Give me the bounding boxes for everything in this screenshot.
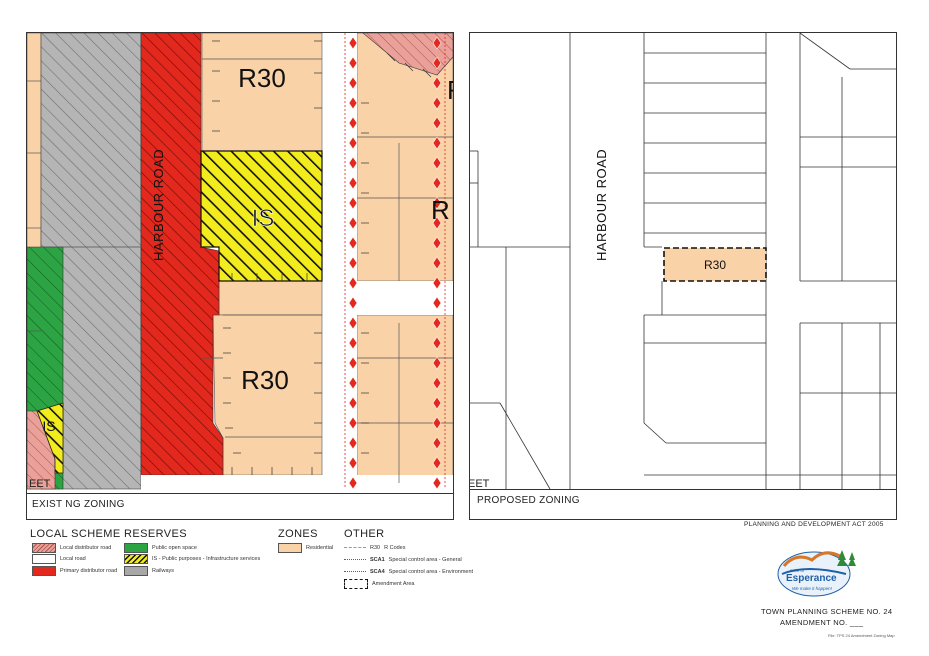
legend-item-public-open-space: Public open space [124, 543, 197, 553]
legend-label: IS - Public purposes - Infrastructure se… [152, 556, 261, 562]
proposed-caption-strip [470, 489, 896, 519]
infrastructure-reserve [200, 150, 323, 282]
legend-label: Local road [60, 556, 86, 562]
swatch-amendment-area [344, 579, 368, 589]
legend-label: Special control area - Environment [388, 568, 474, 575]
amendment-text: AMENDMENT NO. ___ [780, 618, 864, 627]
legend-item-residential: Residential [278, 543, 333, 553]
footnote-text: File: TPS 24 Amendment Zoning Map [828, 633, 895, 638]
swatch-local-road [32, 554, 56, 564]
legend-item-r-codes: R30 R Codes [344, 543, 406, 552]
existing-street-fragment: EET [29, 478, 51, 490]
existing-caption-strip [27, 493, 453, 519]
legend-label: Railways [152, 568, 175, 574]
legend-item-primary-distributor: Primary distributor road [32, 566, 117, 576]
legend-code: SCA4 [370, 568, 385, 575]
existing-cut-label-1: R [447, 75, 453, 105]
existing-zoning-caption: EXIST NG ZONING [32, 499, 125, 510]
amendment-zone-label: R30 [704, 258, 726, 272]
swatch-infrastructure [124, 554, 148, 564]
legend-reserves-title: LOCAL SCHEME RESERVES [30, 528, 187, 540]
special-control-area-markers [348, 36, 442, 490]
existing-zoning-map-graphic: R30 IS R30 IS R R EET HARBOUR ROAD [27, 33, 453, 493]
legend-label: Local distributor road [60, 545, 112, 551]
legend-label: Primary distributor road [60, 568, 118, 574]
proposed-lot-lines [470, 33, 896, 490]
proposed-street-fragment: EET [470, 478, 490, 490]
swatch-local-distributor [32, 543, 56, 553]
bottom-street [141, 475, 453, 493]
shire-logo: Shire of Esperance We make it happen! [776, 544, 862, 602]
existing-zone-label-is-small: IS [42, 418, 55, 434]
scheme-text: TOWN PLANNING SCHEME NO. 24 [761, 607, 893, 616]
swatch-railways [124, 566, 148, 576]
existing-zoning-map: R30 IS R30 IS R R EET HARBOUR ROAD EXIST… [26, 32, 454, 520]
existing-road-label: HARBOUR ROAD [151, 149, 166, 261]
proposed-zoning-map-graphic: R30 HARBOUR ROAD EET [470, 33, 896, 490]
legend-code: SCA1 [370, 556, 385, 563]
logo-name-text: Esperance [786, 573, 837, 584]
legend-item-local-distributor: Local distributor road [32, 543, 111, 553]
special-control-area-lines [344, 33, 446, 489]
infrastructure-reserve-small [36, 402, 64, 474]
legend-code: R30 [370, 544, 381, 551]
r-code-boundary-ticks [212, 40, 432, 475]
swatch-public-open-space [124, 543, 148, 553]
legend-zones-title: ZONES [278, 528, 318, 540]
swatch-sca-general [344, 559, 366, 560]
legend-other-title: OTHER [344, 528, 385, 540]
legend-label: Amendment Area [372, 581, 415, 587]
existing-zone-label-r30-top: R30 [238, 63, 286, 93]
legend-item-railways: Railways [124, 566, 174, 576]
legend-label: Special control area - General [388, 556, 462, 563]
legend-label: Residential [306, 545, 334, 551]
existing-zone-label-is: IS [252, 205, 275, 232]
proposed-zoning-map: R30 HARBOUR ROAD EET PROPOSED ZONING [469, 32, 897, 520]
planning-act-text: PLANNING AND DEVELOPMENT ACT 2005 [744, 521, 884, 528]
logo-top-text: Shire of [790, 568, 804, 573]
swatch-r-codes [344, 547, 366, 548]
existing-zone-label-r30-bottom: R30 [241, 365, 289, 395]
legend-item-amendment-area: Amendment Area [344, 579, 415, 589]
logo-tagline-text: We make it happen! [792, 586, 832, 591]
residential-block-top [201, 33, 323, 152]
legend-item-local-road: Local road [32, 554, 86, 564]
legend-label: R Codes [384, 544, 406, 551]
legend-item-sca-environment: SCA4 Special control area - Environment [344, 567, 473, 576]
legend-item-sca-general: SCA1 Special control area - General [344, 555, 462, 564]
proposed-zoning-caption: PROPOSED ZONING [477, 495, 580, 506]
amendment-area [663, 247, 767, 282]
legend-label: Public open space [152, 545, 197, 551]
local-distributor-corner [27, 410, 56, 490]
proposed-road-label: HARBOUR ROAD [594, 149, 609, 261]
swatch-residential [278, 543, 302, 553]
swatch-primary-distributor [32, 566, 56, 576]
residential-block-mid [218, 280, 323, 316]
swatch-sca-environment [344, 571, 366, 572]
legend-item-infrastructure: IS - Public purposes - Infrastructure se… [124, 554, 260, 564]
existing-cut-label-2: R [431, 195, 450, 225]
